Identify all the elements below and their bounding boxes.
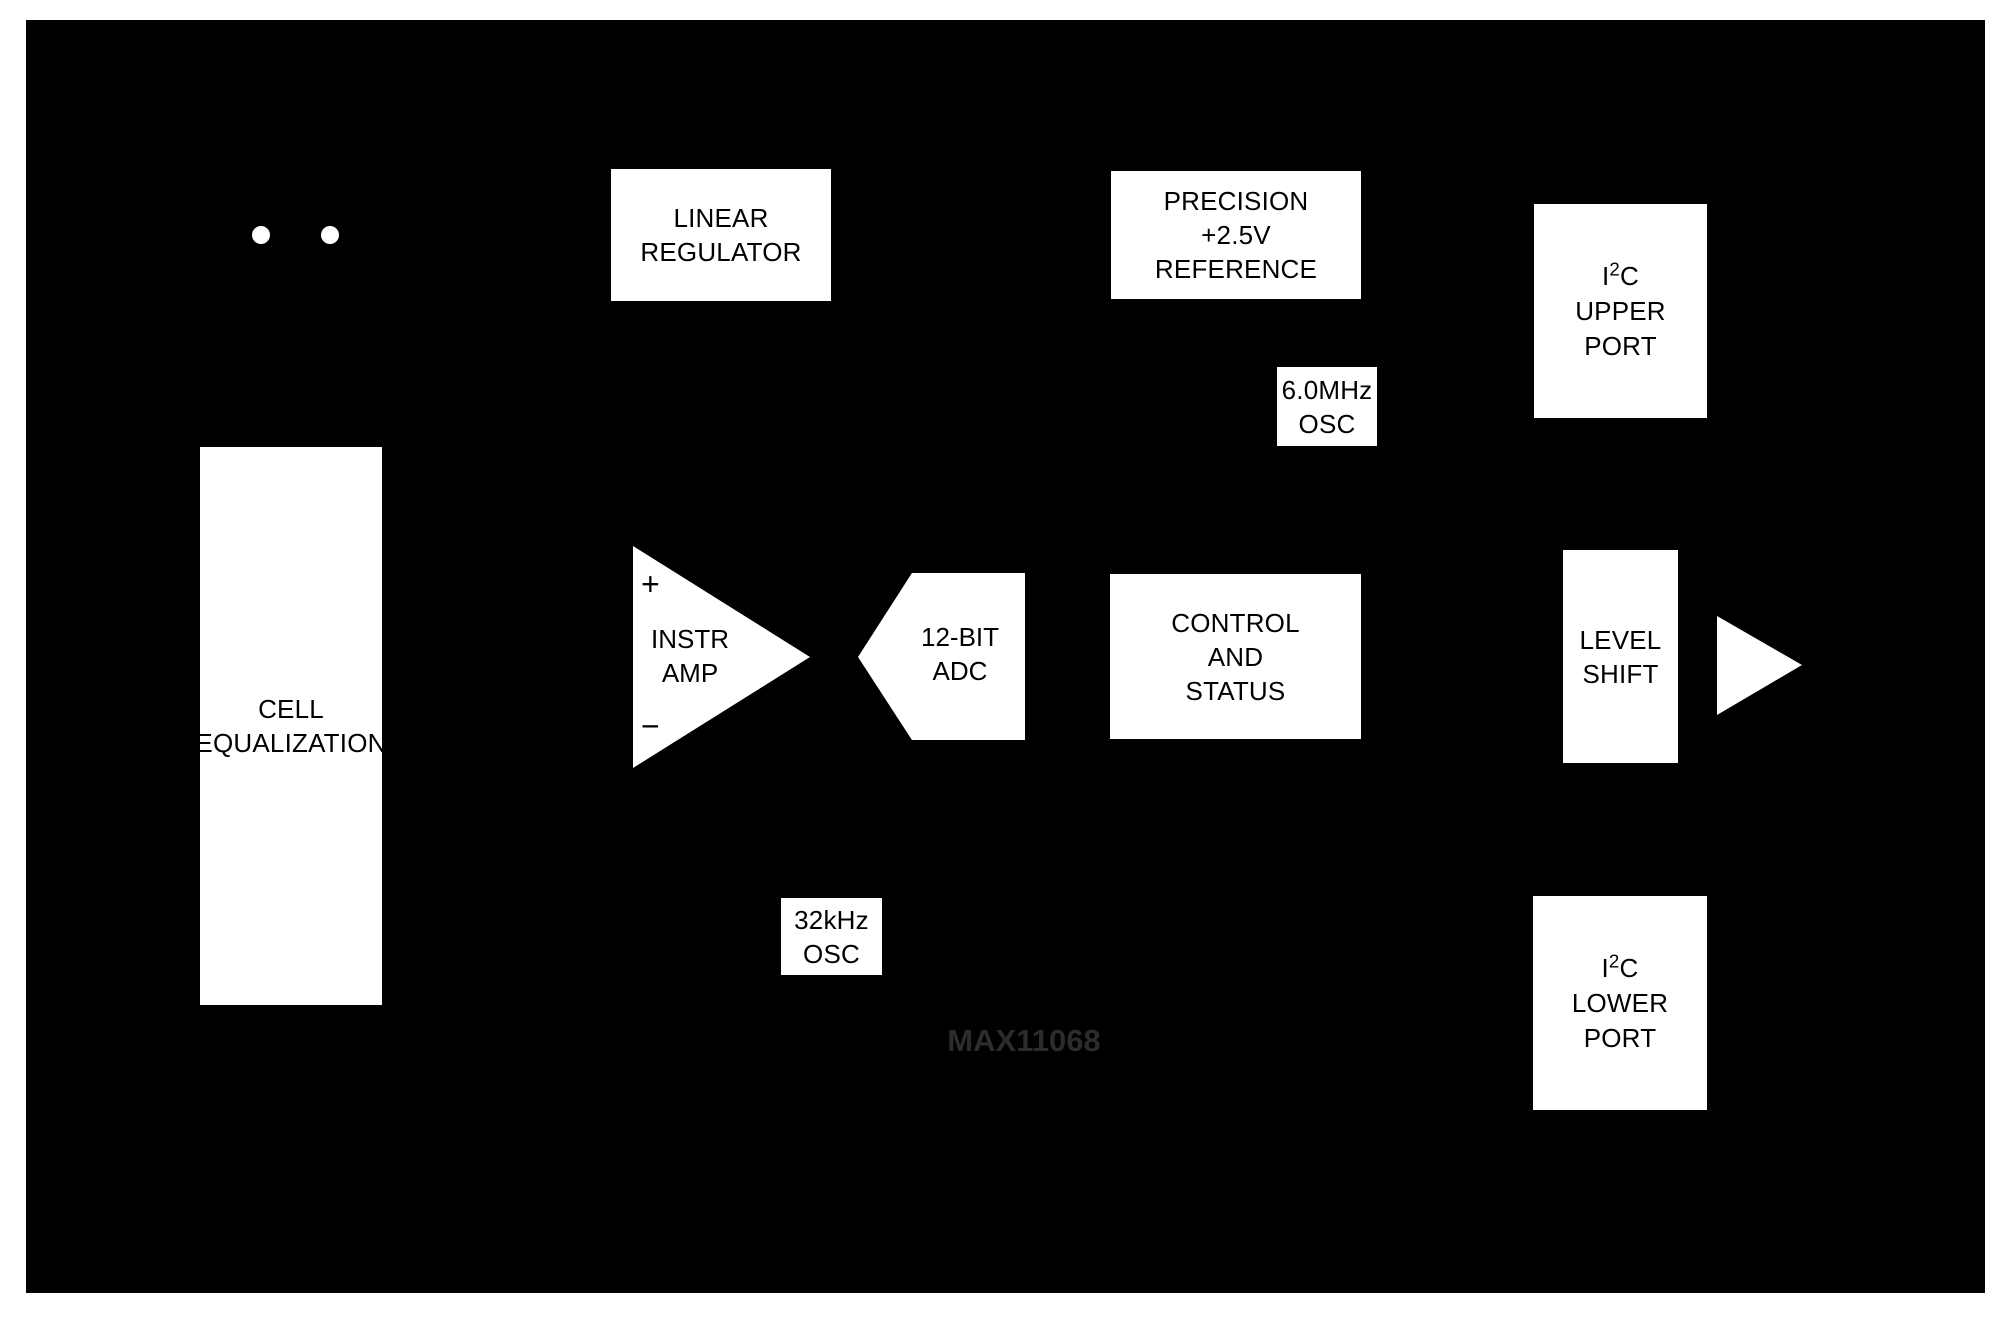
control-status-block: CONTROL AND STATUS	[1110, 574, 1361, 739]
level-shift-block: LEVEL SHIFT	[1563, 550, 1678, 763]
instr-amp-label-line-2: AMP	[661, 658, 719, 688]
control-status-label-line-2: AND	[1207, 641, 1264, 672]
i2c-lower-post: C	[1619, 952, 1639, 983]
linear-regulator-block: LINEAR REGULATOR	[611, 169, 831, 301]
control-status-label-line-1: CONTROL	[1171, 607, 1300, 638]
adc-12bit-label-line-1: 12-BIT	[920, 622, 1000, 652]
control-status-label-line-3: STATUS	[1185, 675, 1286, 706]
cell-equalization-label-line-2: EQUALIZATION	[195, 728, 387, 758]
i2c-lower-port-label-line-2: LOWER	[1571, 987, 1669, 1018]
level-shift-label-line-1: LEVEL	[1579, 624, 1662, 655]
osc-32khz-label-line-2: OSC	[803, 938, 860, 969]
precision-reference-block: PRECISION +2.5V REFERENCE	[1111, 171, 1361, 299]
i2c-upper-port-label-line-3: PORT	[1584, 330, 1657, 361]
adc-12bit-pentagon: 12-BIT ADC	[858, 573, 1025, 740]
i2c-lower-port-block: I2C LOWER PORT	[1533, 896, 1707, 1110]
part-number-label: MAX11068	[947, 1023, 1101, 1058]
precision-reference-label-line-3: REFERENCE	[1154, 254, 1318, 284]
i2c-upper-superscript: 2	[1609, 257, 1621, 279]
i2c-upper-port-label-line-2: UPPER	[1575, 295, 1666, 326]
osc-32khz-block: 32kHz OSC	[781, 898, 882, 975]
i2c-upper-pre: I	[1601, 260, 1610, 291]
instr-amp-triangle: + − INSTR AMP	[633, 546, 810, 768]
i2c-lower-superscript: 2	[1608, 949, 1620, 971]
osc-6mhz-label-line-2: OSC	[1298, 408, 1356, 439]
i2c-lower-port-label-line-3: PORT	[1583, 1022, 1657, 1053]
cell-equalization-label-line-1: CELL	[258, 694, 324, 724]
i2c-lower-port-label-line-1: I2C	[1601, 951, 1638, 986]
linear-regulator-label-line-2: REGULATOR	[640, 237, 802, 267]
i2c-upper-post: C	[1620, 260, 1640, 291]
instr-amp-label-line-1: INSTR	[651, 624, 729, 654]
i2c-upper-port-block: I2C UPPER PORT	[1534, 204, 1707, 418]
osc-6mhz-block: 6.0MHz OSC	[1277, 367, 1377, 446]
output-buffer-triangle	[1717, 616, 1802, 715]
connection-dot-2	[321, 226, 339, 244]
connection-dot-1	[252, 226, 270, 244]
i2c-upper-port-label-line-1: I2C	[1602, 259, 1639, 294]
linear-regulator-label-line-1: LINEAR	[673, 203, 769, 233]
cell-equalization-block: CELL EQUALIZATION	[195, 447, 386, 1005]
level-shift-label-line-2: SHIFT	[1582, 658, 1659, 689]
precision-reference-label-line-1: PRECISION	[1163, 186, 1309, 216]
instr-amp-plus-sign: +	[641, 566, 660, 602]
adc-12bit-label: 12-BIT ADC	[900, 620, 1020, 688]
instr-amp-label: INSTR AMP	[633, 622, 747, 690]
block-diagram-canvas: LINEAR REGULATOR PRECISION +2.5V REFEREN…	[26, 20, 1985, 1293]
i2c-lower-pre: I	[1601, 952, 1609, 983]
adc-12bit-label-line-2: ADC	[932, 656, 988, 686]
instr-amp-minus-sign: −	[641, 708, 660, 744]
osc-6mhz-label-line-1: 6.0MHz	[1281, 374, 1373, 405]
precision-reference-label-line-2: +2.5V	[1201, 220, 1271, 250]
osc-32khz-label-line-1: 32kHz	[794, 904, 869, 935]
